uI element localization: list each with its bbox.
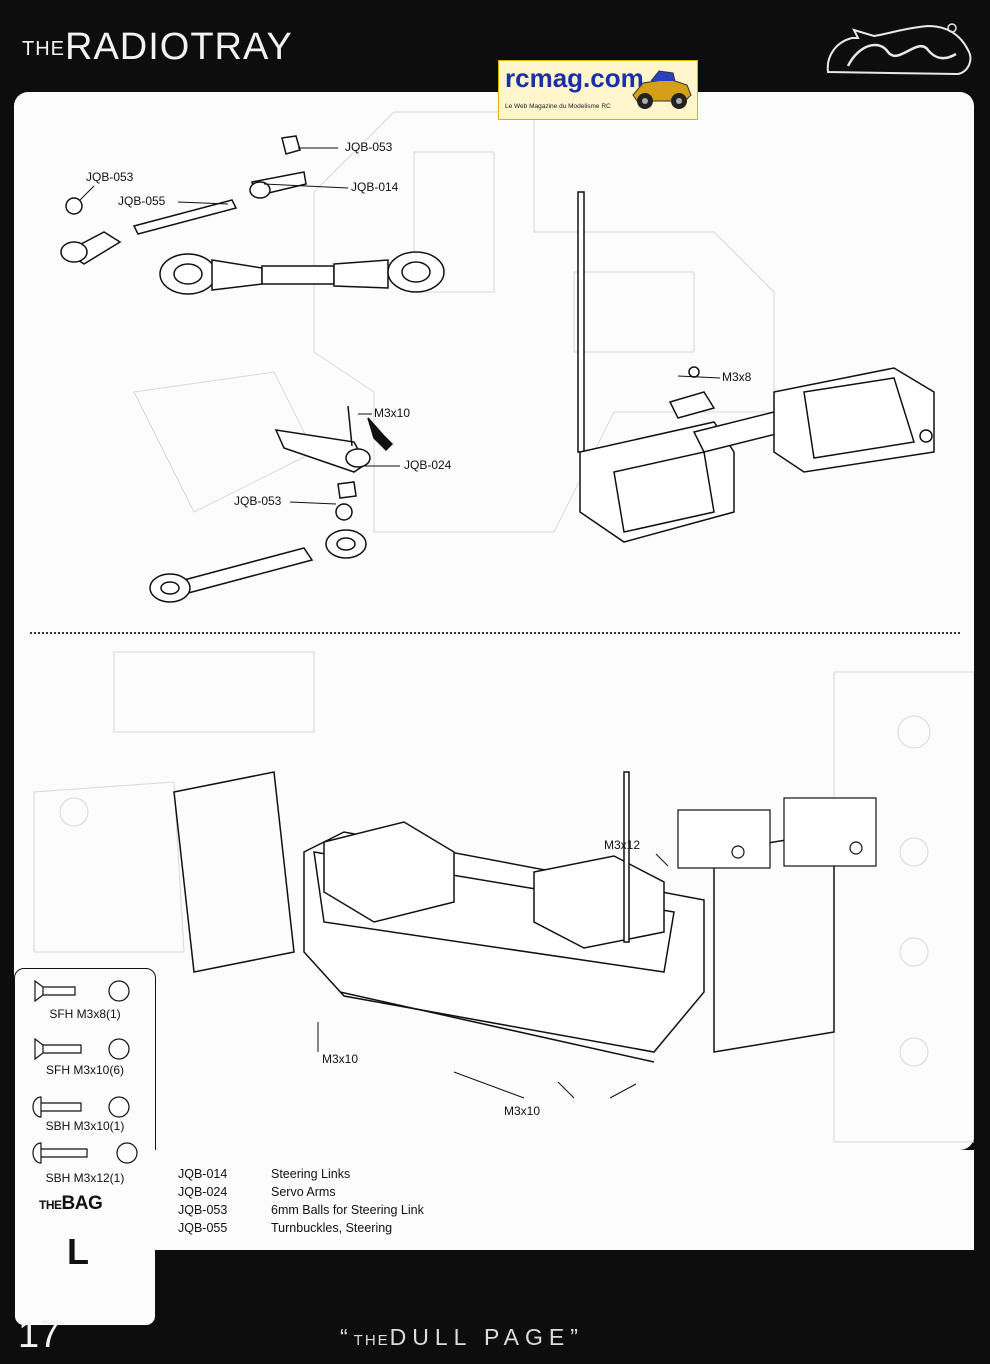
callout-jqb-053-top: JQB-053	[345, 140, 393, 154]
background-ghost-drawing	[33, 111, 974, 1143]
sbh-m3x12-screw-icon	[32, 1142, 88, 1164]
legend-desc: Servo Arms	[271, 1185, 336, 1199]
bag-letter: L	[67, 1231, 89, 1272]
sbh-m3x10-screw-icon	[32, 1096, 82, 1118]
parts-legend: JQB-014 Steering Links JQB-024 Servo Arm…	[154, 1150, 974, 1250]
sbh-m3x12-head-icon	[116, 1142, 138, 1164]
legend-code: JQB-014	[178, 1167, 228, 1181]
section-divider	[30, 632, 960, 634]
sfh-m3x8-screw-icon	[34, 979, 76, 1003]
legend-code: JQB-024	[178, 1185, 228, 1199]
sfh-m3x10-screw-icon	[34, 1037, 82, 1061]
callout-jqb-055: JQB-055	[118, 194, 166, 208]
callout-m3x10-servo: M3x10	[374, 406, 411, 420]
callout-m3x8: M3x8	[722, 370, 752, 384]
footer-title-main: DULL PAGE	[389, 1324, 571, 1350]
page-title-prefix: THE	[22, 38, 65, 60]
callout-jqb-053-left: JQB-053	[86, 170, 134, 184]
bag-item-label: SFH M3x8(1)	[49, 1007, 121, 1021]
footer-title-prefix: THE	[353, 1332, 390, 1349]
servo-arm-assembly	[149, 405, 394, 603]
rc-car-icon	[632, 70, 692, 109]
callout-m3x12: M3x12	[604, 838, 641, 852]
screw-icons	[32, 979, 138, 1164]
callout-jqb-024: JQB-024	[404, 458, 452, 472]
hardware-bag: SFH M3x8(1) SFH M3x10(6) SBH M3x10(1) SB…	[14, 968, 156, 1326]
legend-desc: Turnbuckles, Steering	[271, 1221, 393, 1235]
sfh-m3x8-head-icon	[108, 980, 130, 1002]
page-title-main: RADIOTRAY	[65, 26, 293, 68]
sfh-m3x10-head-icon	[108, 1038, 130, 1060]
bag-title: THEBAG	[39, 1193, 103, 1215]
brand-logo-icon	[826, 23, 972, 76]
detail-insets	[677, 797, 877, 869]
bag-item-label: SFH M3x10(6)	[45, 1063, 125, 1077]
watermark-badge[interactable]: rcmag.com Le Web Magazine du Modelisme R…	[498, 60, 698, 120]
chassis-lower	[173, 771, 835, 1063]
instruction-panel: JQB-053 JQB-014 JQB-053 JQB-055 M3x10 JQ…	[14, 92, 974, 1150]
legend-code: JQB-055	[178, 1221, 228, 1235]
callout-m3x10-left: M3x10	[322, 1052, 359, 1066]
legend-desc: 6mm Balls for Steering Link	[271, 1203, 424, 1217]
callout-jqb-014: JQB-014	[351, 180, 399, 194]
bag-item-label: SBH M3x10(1)	[45, 1119, 125, 1133]
callout-leaders	[79, 147, 721, 1099]
radio-tray-upper	[577, 191, 935, 543]
callout-jqb-053-mid: JQB-053	[234, 494, 282, 508]
page-number: 17	[18, 1314, 61, 1356]
legend-desc: Steering Links	[271, 1167, 351, 1181]
bag-title-prefix: THE	[39, 1198, 62, 1212]
legend-code: JQB-053	[178, 1203, 228, 1217]
steering-link-exploded	[60, 135, 445, 295]
bag-item-label: SBH M3x12(1)	[45, 1171, 125, 1185]
sbh-m3x10-head-icon	[108, 1096, 130, 1118]
footer-title: “THEDULL PAGE”	[340, 1324, 584, 1350]
assembly-diagram	[33, 111, 974, 1143]
page-title: THERADIOTRAY	[22, 26, 293, 69]
bag-title-main: BAG	[61, 1193, 103, 1214]
watermark-tagline: Le Web Magazine du Modelisme RC	[505, 103, 611, 110]
callout-m3x10-bottom: M3x10	[504, 1104, 541, 1118]
watermark-name: rcmag.com	[505, 63, 644, 93]
